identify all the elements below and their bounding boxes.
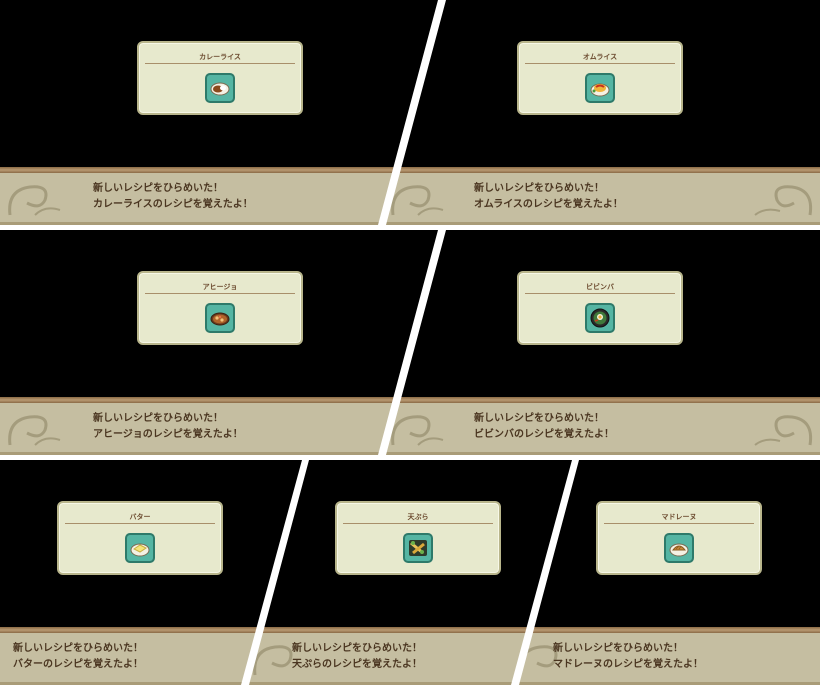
divider (145, 293, 295, 294)
message-line-2: バターのレシピを覚えたよ！ (13, 659, 143, 670)
divider (525, 63, 675, 64)
recipe-message: 新しいレシピをひらめいた！ バターのレシピを覚えたよ！ (13, 641, 143, 673)
message-line-1: 新しいレシピをひらめいた！ (93, 413, 223, 424)
panel-divider (241, 460, 579, 685)
message-line-2: ビビンバのレシピを覚えたよ！ (474, 429, 614, 440)
swirl-ornament-icon (754, 185, 813, 216)
recipe-card: バター (57, 501, 223, 575)
tempura-icon (403, 533, 433, 563)
butter-icon (125, 533, 155, 563)
banner-border (0, 222, 820, 225)
message-banner: 新しいレシピをひらめいた！ アヒージョのレシピを覚えたよ！ 新しいレシピをひらめ… (0, 397, 820, 455)
recipe-card: アヒージョ (137, 271, 303, 345)
recipe-title: 天ぷら (407, 513, 429, 521)
swirl-ornament-icon (8, 415, 61, 446)
divider (343, 523, 493, 524)
recipe-message: 新しいレシピをひらめいた！ マドレーヌのレシピを覚えたよ！ (553, 641, 703, 673)
message-line-1: 新しいレシピをひらめいた！ (13, 643, 143, 654)
recipe-card: オムライス (517, 41, 683, 115)
divider (604, 523, 754, 524)
curry-icon (205, 73, 235, 103)
recipe-message: 新しいレシピをひらめいた！ アヒージョのレシピを覚えたよ！ (93, 411, 243, 443)
screen-row-2: アヒージョ ビビンバ 新しいレシピをひらめいた！ アヒージョのレシピを覚えたよ！… (0, 230, 820, 455)
swirl-ornament-icon (391, 415, 444, 446)
ajillo-icon (205, 303, 235, 333)
message-banner: 新しいレシピをひらめいた！ バターのレシピを覚えたよ！ 新しいレシピをひらめいた… (0, 627, 820, 685)
recipe-card: ビビンバ (517, 271, 683, 345)
swirl-ornament-icon (253, 645, 293, 676)
swirl-ornament-icon (754, 415, 813, 446)
recipe-message: 新しいレシピをひらめいた！ オムライスのレシピを覚えたよ！ (474, 181, 623, 213)
recipe-card: 天ぷら (335, 501, 501, 575)
message-line-1: 新しいレシピをひらめいた！ (474, 183, 604, 194)
banner-border (0, 627, 820, 633)
recipe-title: カレーライス (199, 53, 241, 61)
message-banner: 新しいレシピをひらめいた！ カレーライスのレシピを覚えたよ！ 新しいレシピをひら… (0, 167, 820, 225)
recipe-card: カレーライス (137, 41, 303, 115)
omurice-icon (585, 73, 615, 103)
swirl-ornament-icon (391, 185, 444, 216)
recipe-title: オムライス (582, 53, 618, 61)
recipe-message: 新しいレシピをひらめいた！ ビビンバのレシピを覚えたよ！ (474, 411, 614, 443)
recipe-title: バター (129, 513, 151, 521)
message-line-1: 新しいレシピをひらめいた！ (474, 413, 604, 424)
message-line-1: 新しいレシピをひらめいた！ (553, 643, 683, 654)
recipe-title: アヒージョ (202, 283, 238, 291)
banner-border (0, 397, 820, 403)
recipe-message: 新しいレシピをひらめいた！ 天ぷらのレシピを覚えたよ！ (292, 641, 422, 673)
madeleine-icon (664, 533, 694, 563)
divider (145, 63, 295, 64)
screen-row-1: カレーライス オムライス 新しいレシピをひらめいた！ カレーライスのレシピを覚え… (0, 0, 820, 225)
panel-divider (378, 230, 446, 455)
banner-border (0, 167, 820, 173)
message-line-1: 新しいレシピをひらめいた！ (292, 643, 422, 654)
message-line-2: アヒージョのレシピを覚えたよ！ (93, 429, 243, 440)
recipe-title: ビビンバ (586, 283, 614, 291)
recipe-message: 新しいレシピをひらめいた！ カレーライスのレシピを覚えたよ！ (93, 181, 253, 213)
message-line-2: マドレーヌのレシピを覚えたよ！ (553, 659, 703, 670)
bibimbap-icon (585, 303, 615, 333)
swirl-ornament-icon (8, 185, 61, 216)
recipe-card: マドレーヌ (596, 501, 762, 575)
message-line-2: 天ぷらのレシピを覚えたよ！ (292, 659, 422, 670)
banner-border (0, 682, 820, 685)
divider (65, 523, 215, 524)
message-line-2: オムライスのレシピを覚えたよ！ (474, 199, 623, 210)
message-line-1: 新しいレシピをひらめいた！ (93, 183, 223, 194)
banner-border (0, 452, 820, 455)
screen-row-3: バター 天ぷら マドレーヌ 新しいレシピをひらめいた！ バターのレシピを覚えたよ… (0, 460, 820, 685)
divider (525, 293, 675, 294)
message-line-2: カレーライスのレシピを覚えたよ！ (93, 199, 253, 210)
recipe-title: マドレーヌ (661, 513, 697, 521)
panel-divider (378, 0, 446, 225)
